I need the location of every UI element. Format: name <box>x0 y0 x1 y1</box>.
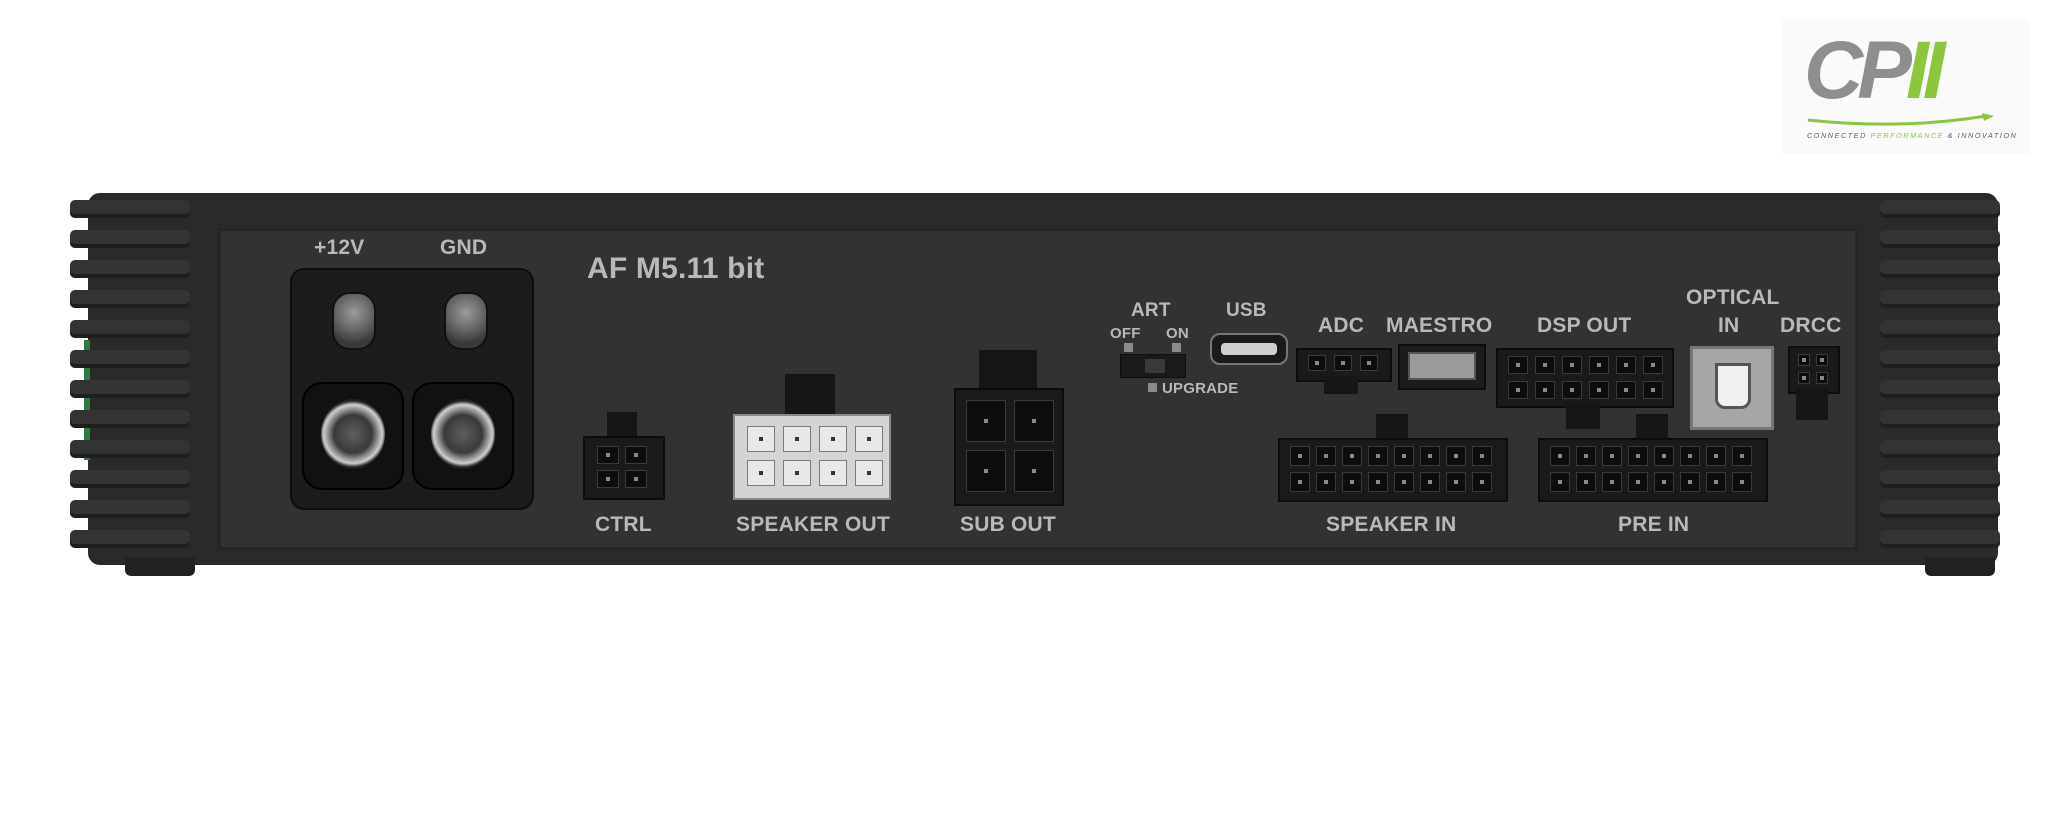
label-upgrade: UPGRADE <box>1162 380 1239 397</box>
usb-port[interactable] <box>1210 333 1288 365</box>
label-ctrl: CTRL <box>595 513 652 536</box>
screw-icon[interactable] <box>444 292 488 350</box>
label-optical-in: IN <box>1718 314 1740 337</box>
ctrl-connector[interactable] <box>583 436 665 500</box>
dsp-out-connector[interactable] <box>1496 348 1674 408</box>
label-optical: OPTICAL <box>1686 286 1780 309</box>
cooling-fins-right <box>1880 200 2000 565</box>
label-off: OFF <box>1110 325 1141 342</box>
label-plus-12v: +12V <box>314 236 365 259</box>
label-pre-in: PRE IN <box>1618 513 1690 536</box>
label-art: ART <box>1131 300 1171 321</box>
logo-tagline: CONNECTED PERFORMANCE & INNOVATION <box>1807 131 2018 140</box>
label-on: ON <box>1166 325 1189 342</box>
side-accent <box>84 340 90 460</box>
maestro-connector[interactable] <box>1398 344 1486 390</box>
label-maestro: MAESTRO <box>1386 314 1493 337</box>
logo-swoosh-icon <box>1807 113 1994 126</box>
label-sub-out: SUB OUT <box>960 513 1056 536</box>
logo-mark: CPII <box>1804 25 1945 116</box>
art-switch[interactable] <box>1120 354 1186 378</box>
cp2-logo: CPII CONNECTED PERFORMANCE & INNOVATION <box>1782 20 2030 154</box>
screw-icon[interactable] <box>332 292 376 350</box>
label-speaker-in: SPEAKER IN <box>1326 513 1457 536</box>
foot-left <box>125 558 195 576</box>
drcc-connector[interactable] <box>1788 346 1840 394</box>
speaker-in-connector[interactable] <box>1278 438 1508 502</box>
pre-in-connector[interactable] <box>1538 438 1768 502</box>
foot-right <box>1925 558 1995 576</box>
speaker-out-connector[interactable] <box>733 414 891 500</box>
label-speaker-out: SPEAKER OUT <box>736 513 890 536</box>
cooling-fins-left <box>70 200 190 565</box>
label-dsp-out: DSP OUT <box>1537 314 1632 337</box>
label-adc: ADC <box>1318 314 1365 337</box>
optical-in-port[interactable] <box>1690 346 1774 430</box>
label-usb: USB <box>1226 300 1267 321</box>
label-drcc: DRCC <box>1780 314 1842 337</box>
model-name: AF M5.11 bit <box>587 252 765 285</box>
sub-out-connector[interactable] <box>954 388 1064 506</box>
power-gnd-terminal[interactable] <box>412 382 514 490</box>
label-gnd: GND <box>440 236 488 259</box>
power-terminal-block <box>290 268 534 510</box>
power-plus-terminal[interactable] <box>302 382 404 490</box>
